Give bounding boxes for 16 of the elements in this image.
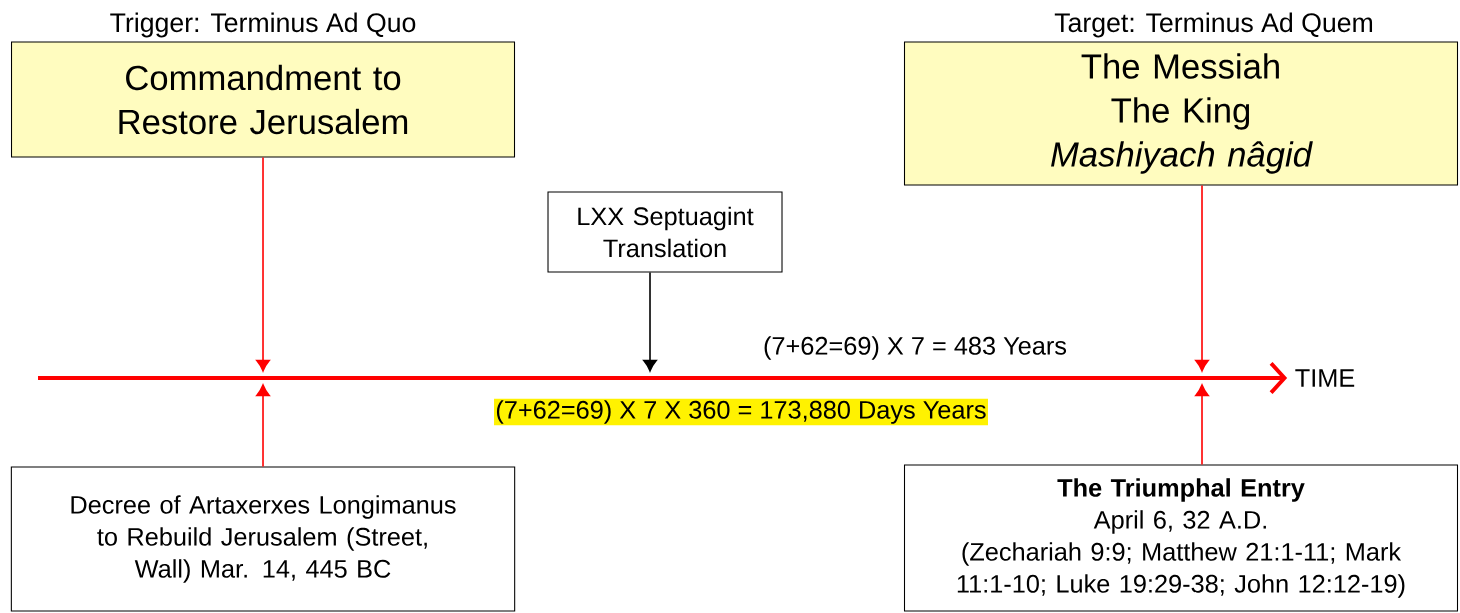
arrow bbox=[256, 384, 270, 468]
text-box: LXX Septuagint Translation bbox=[547, 191, 783, 273]
arrow bbox=[1195, 184, 1209, 372]
arrow bbox=[1195, 384, 1209, 466]
timeline-label: (7+62=69) X 7 = 483 Years bbox=[764, 336, 1067, 360]
box-heading: Target: Terminus Ad Quem bbox=[1054, 12, 1372, 38]
timeline-label: (7+62=69) X 7 X 360 = 173,880 Days Years bbox=[494, 398, 988, 426]
text-box: The Triumphal Entry April 6, 32 A.D. (Zechariah 9:9; Matthew 21:1-11; Mark 11:1-10; Luke 19:29-38; John 12:12-19) bbox=[903, 464, 1459, 612]
text-box: Decree of Artaxerxes Longimanus to Rebuild Jerusalem (Street, Wall) Mar. 14, 445 BC bbox=[10, 466, 516, 612]
box-heading: Trigger: Terminus Ad Quo bbox=[110, 12, 416, 38]
text-box: Commandment to Restore Jerusalem bbox=[11, 41, 516, 158]
arrow bbox=[256, 156, 270, 372]
arrow bbox=[643, 271, 657, 372]
text-box: The Messiah The King Mashiyach nâgid bbox=[903, 41, 1459, 186]
axis-label: TIME bbox=[1295, 369, 1355, 387]
arrow bbox=[38, 362, 1288, 394]
